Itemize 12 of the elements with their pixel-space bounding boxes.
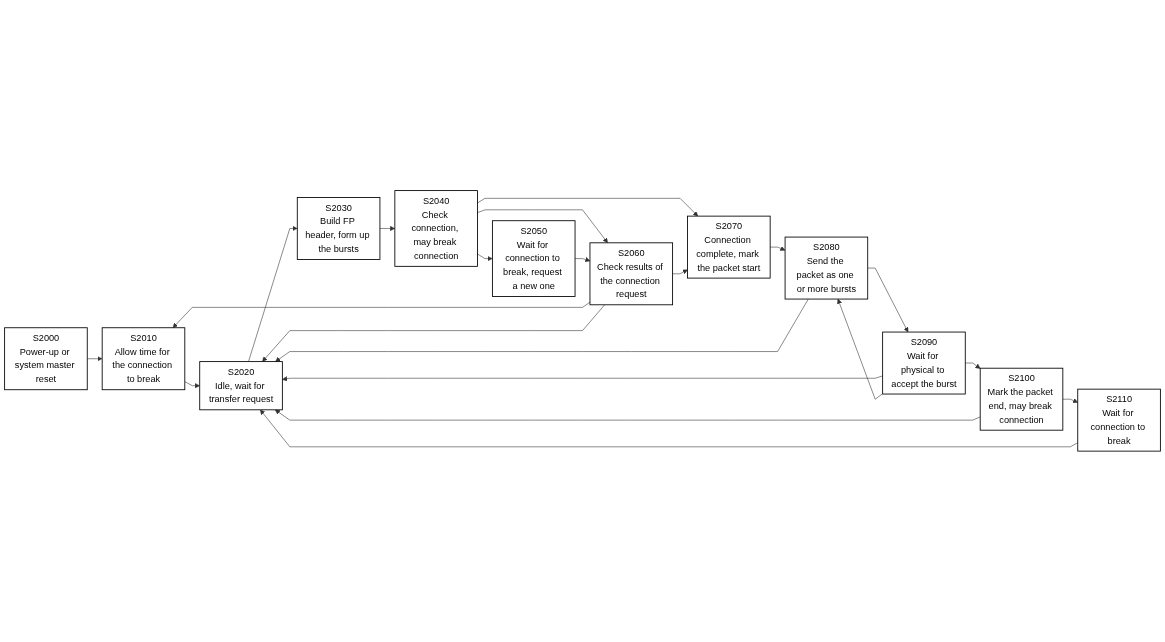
node-box: S2010 Allow time for the connection to break: [101, 327, 186, 391]
node-box: S2040 Check connection, may break connection: [394, 190, 478, 267]
node-box: S2080 Send the packet as one or more bursts: [784, 236, 869, 300]
node-box: S2030 Build FP header, form up the bursts: [296, 197, 381, 261]
node-box: S2020 Idle, wait for transfer request: [199, 361, 283, 411]
node-box: S2100 Mark the packet end, may break connection: [979, 367, 1064, 431]
node-box: S2070 Connection complete, mark the packet start: [687, 215, 771, 279]
node-box: S2090 Wait for physical to accept the burst: [882, 331, 966, 395]
node-box: S2000 Power-up or system master reset: [4, 327, 88, 391]
node-box: S2110 Wait for connection to break: [1077, 388, 1161, 452]
node-box: S2060 Check results of the connection request: [589, 242, 674, 306]
node-box: S2050 Wait for connection to break, request a new one: [491, 220, 576, 298]
